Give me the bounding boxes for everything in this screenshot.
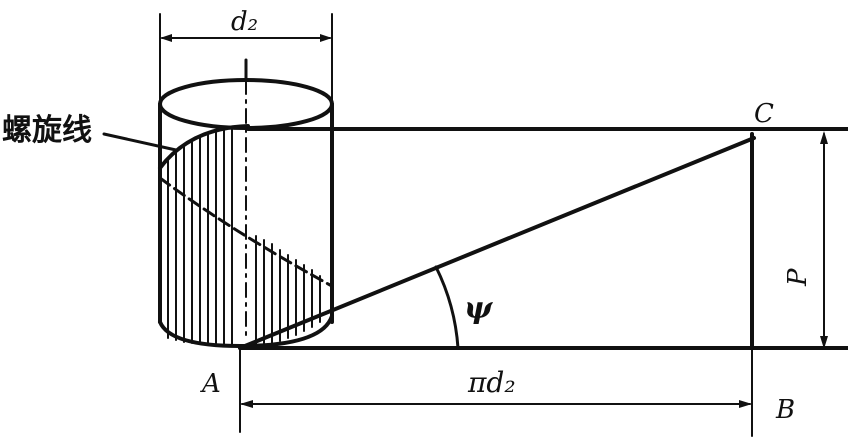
pitch-dimension: P xyxy=(783,131,828,349)
pitch-label: P xyxy=(783,268,813,287)
hypotenuse-ac xyxy=(238,136,756,350)
point-a-label: A xyxy=(200,369,221,399)
arrowhead-right xyxy=(739,400,752,408)
d2-label: d₂ xyxy=(231,7,258,37)
helix-back-dashed xyxy=(158,176,332,287)
arrowhead-top xyxy=(820,131,828,144)
arrowhead-left xyxy=(160,34,172,42)
helix-leader-line xyxy=(102,132,178,152)
arrowhead-left xyxy=(240,400,253,408)
cylinder xyxy=(158,58,334,349)
point-b-label: B xyxy=(775,395,795,425)
developed-triangle: ψ C A B xyxy=(200,99,848,425)
helix-angle-label: ψ xyxy=(464,291,494,326)
arrowhead-right xyxy=(320,34,332,42)
helix-hatching xyxy=(167,127,321,346)
arrowhead-bottom xyxy=(820,336,828,349)
helix-front-upper xyxy=(158,124,250,170)
point-c-label: C xyxy=(754,99,774,129)
helix-label: 螺旋线 xyxy=(2,113,92,148)
helix-angle-arc xyxy=(434,265,460,350)
circumference-dimension: πd₂ xyxy=(239,349,753,437)
circumference-label: πd₂ xyxy=(467,366,516,399)
